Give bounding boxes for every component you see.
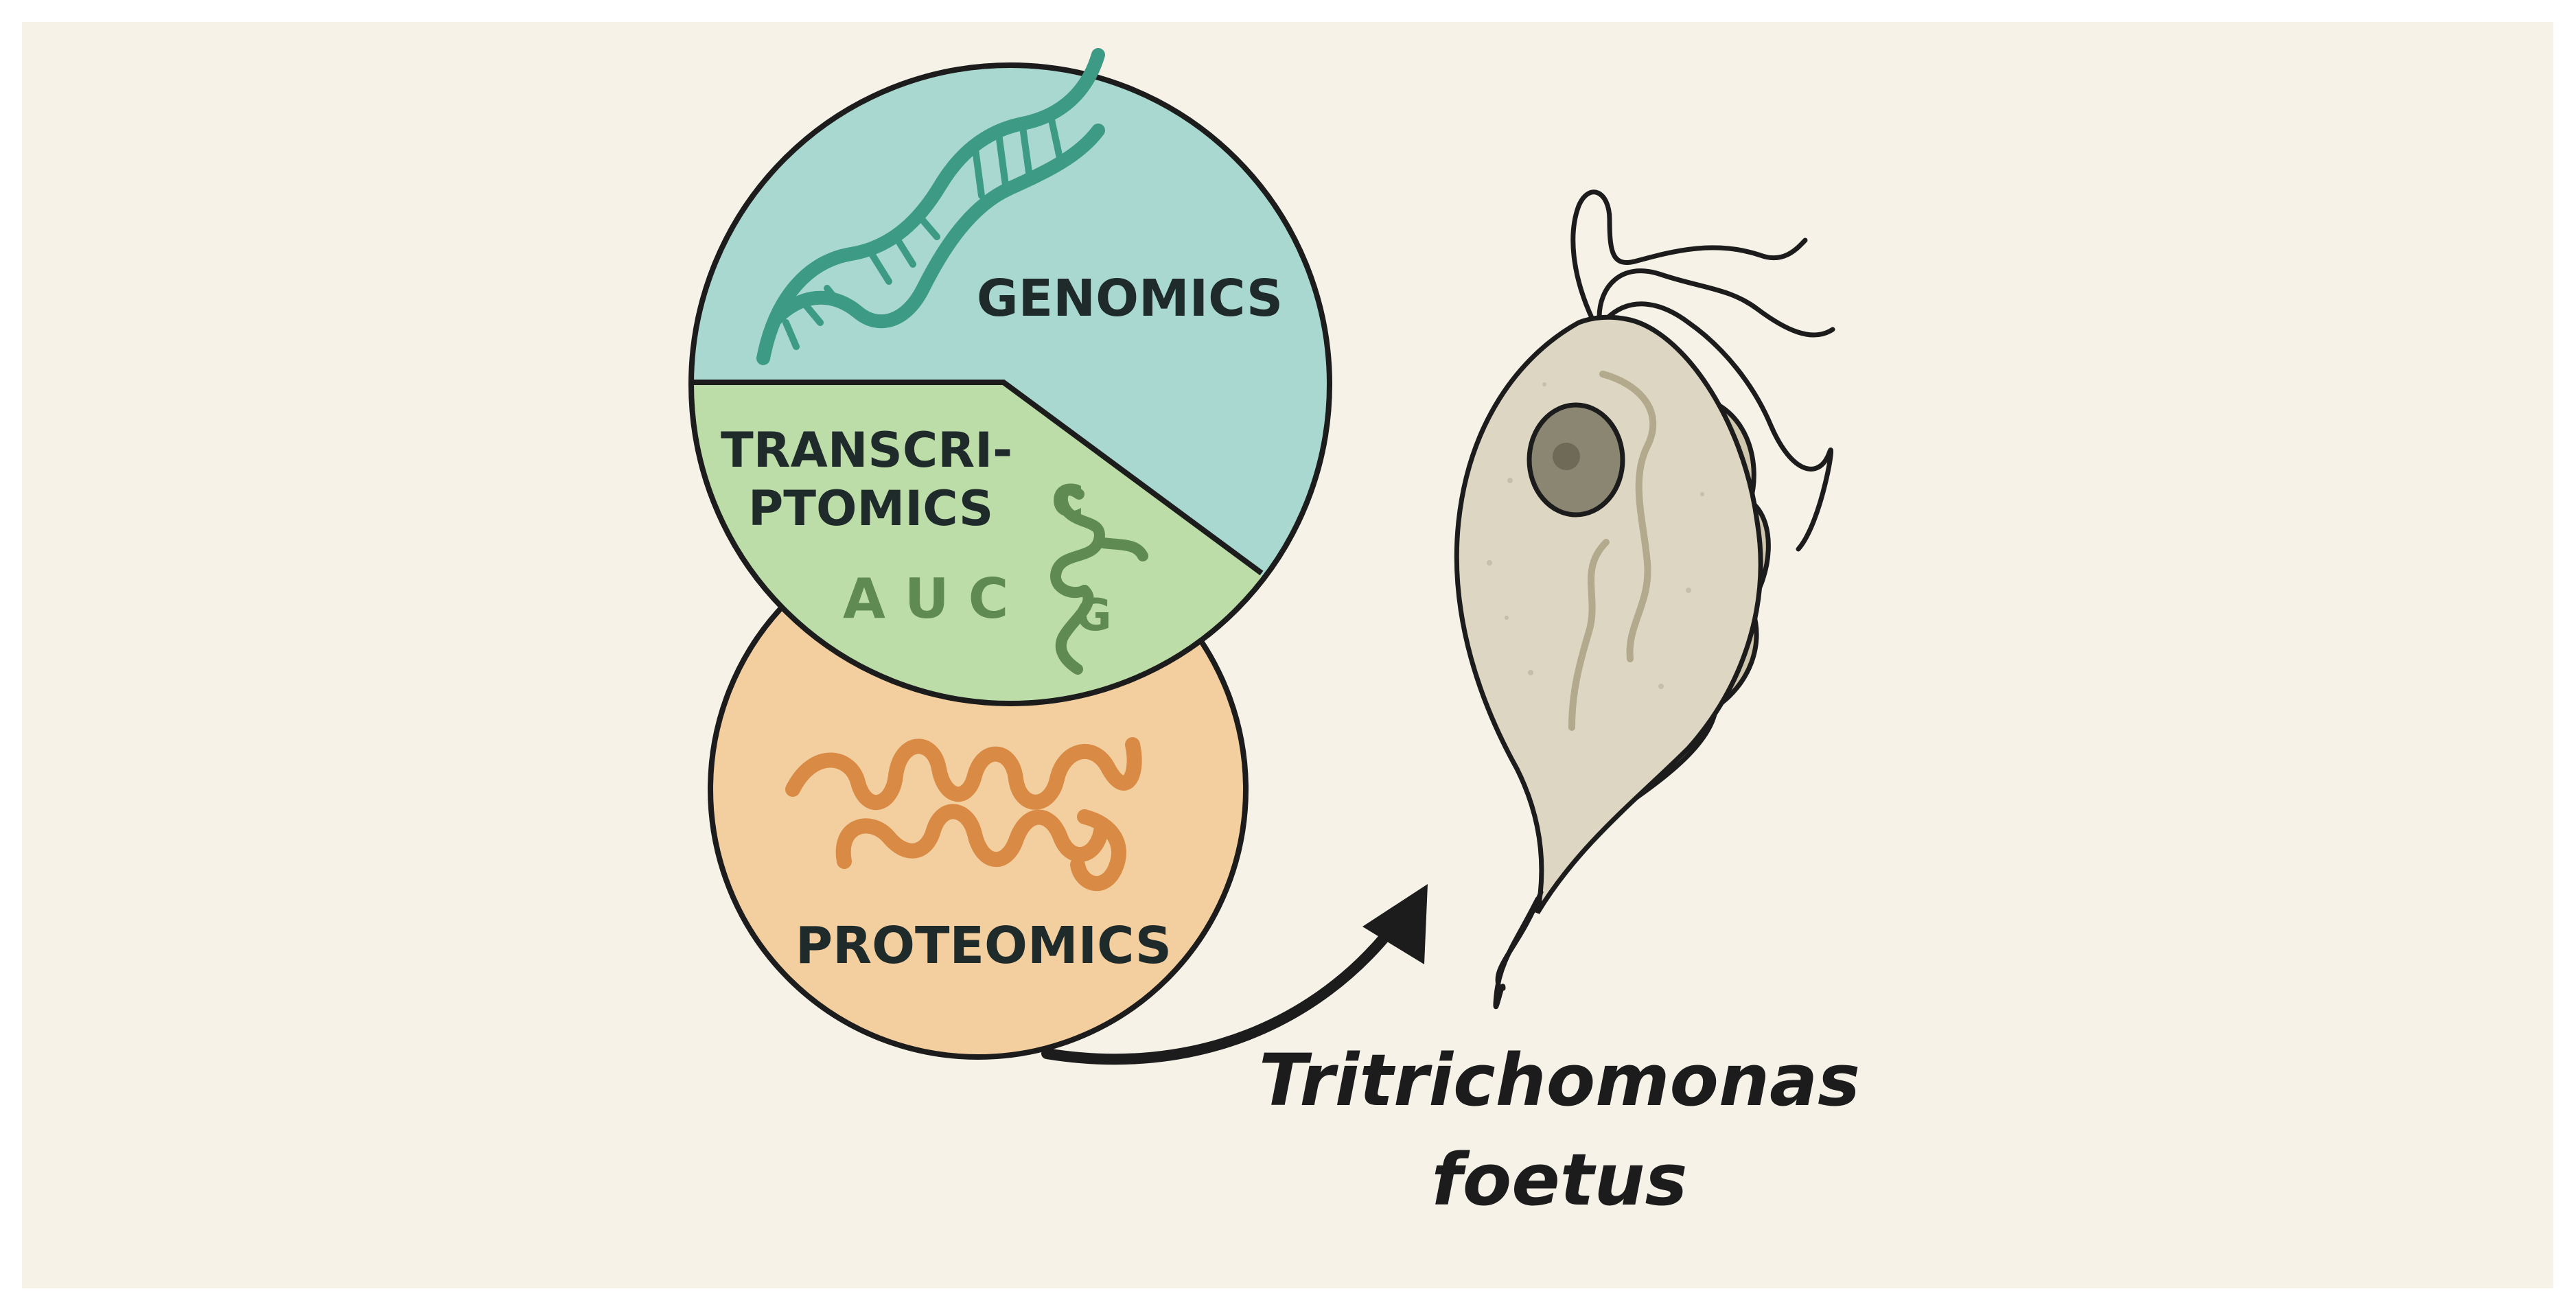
dna-double-helix-icon xyxy=(756,48,1105,365)
organism-name-line1: Tritrichomonas xyxy=(1259,1038,1860,1122)
protozoan-parasite-icon xyxy=(1454,189,1835,1010)
proteomics-label: PROTEOMICS xyxy=(796,916,1172,975)
rna-letter-c: C xyxy=(1052,476,1084,527)
rna-strand-icon xyxy=(1050,485,1148,675)
arrow-icon xyxy=(1041,884,1428,1065)
transcriptomics-label-line1: TRANSCRI- xyxy=(721,422,1012,478)
rna-bases-label: A U C xyxy=(843,567,1008,631)
flagella xyxy=(1570,189,1835,552)
transcriptomics-label-line2: PTOMICS xyxy=(748,480,993,537)
rna-letter-g: G xyxy=(1076,590,1112,641)
genomics-label: GENOMICS xyxy=(977,269,1283,328)
organism-name-line2: foetus xyxy=(1432,1138,1688,1222)
protein-chain-icon xyxy=(785,737,1142,892)
genomics-transcriptomics-circle: GENOMICS TRANSCRI- PTOMICS A U C C G xyxy=(688,48,1332,706)
